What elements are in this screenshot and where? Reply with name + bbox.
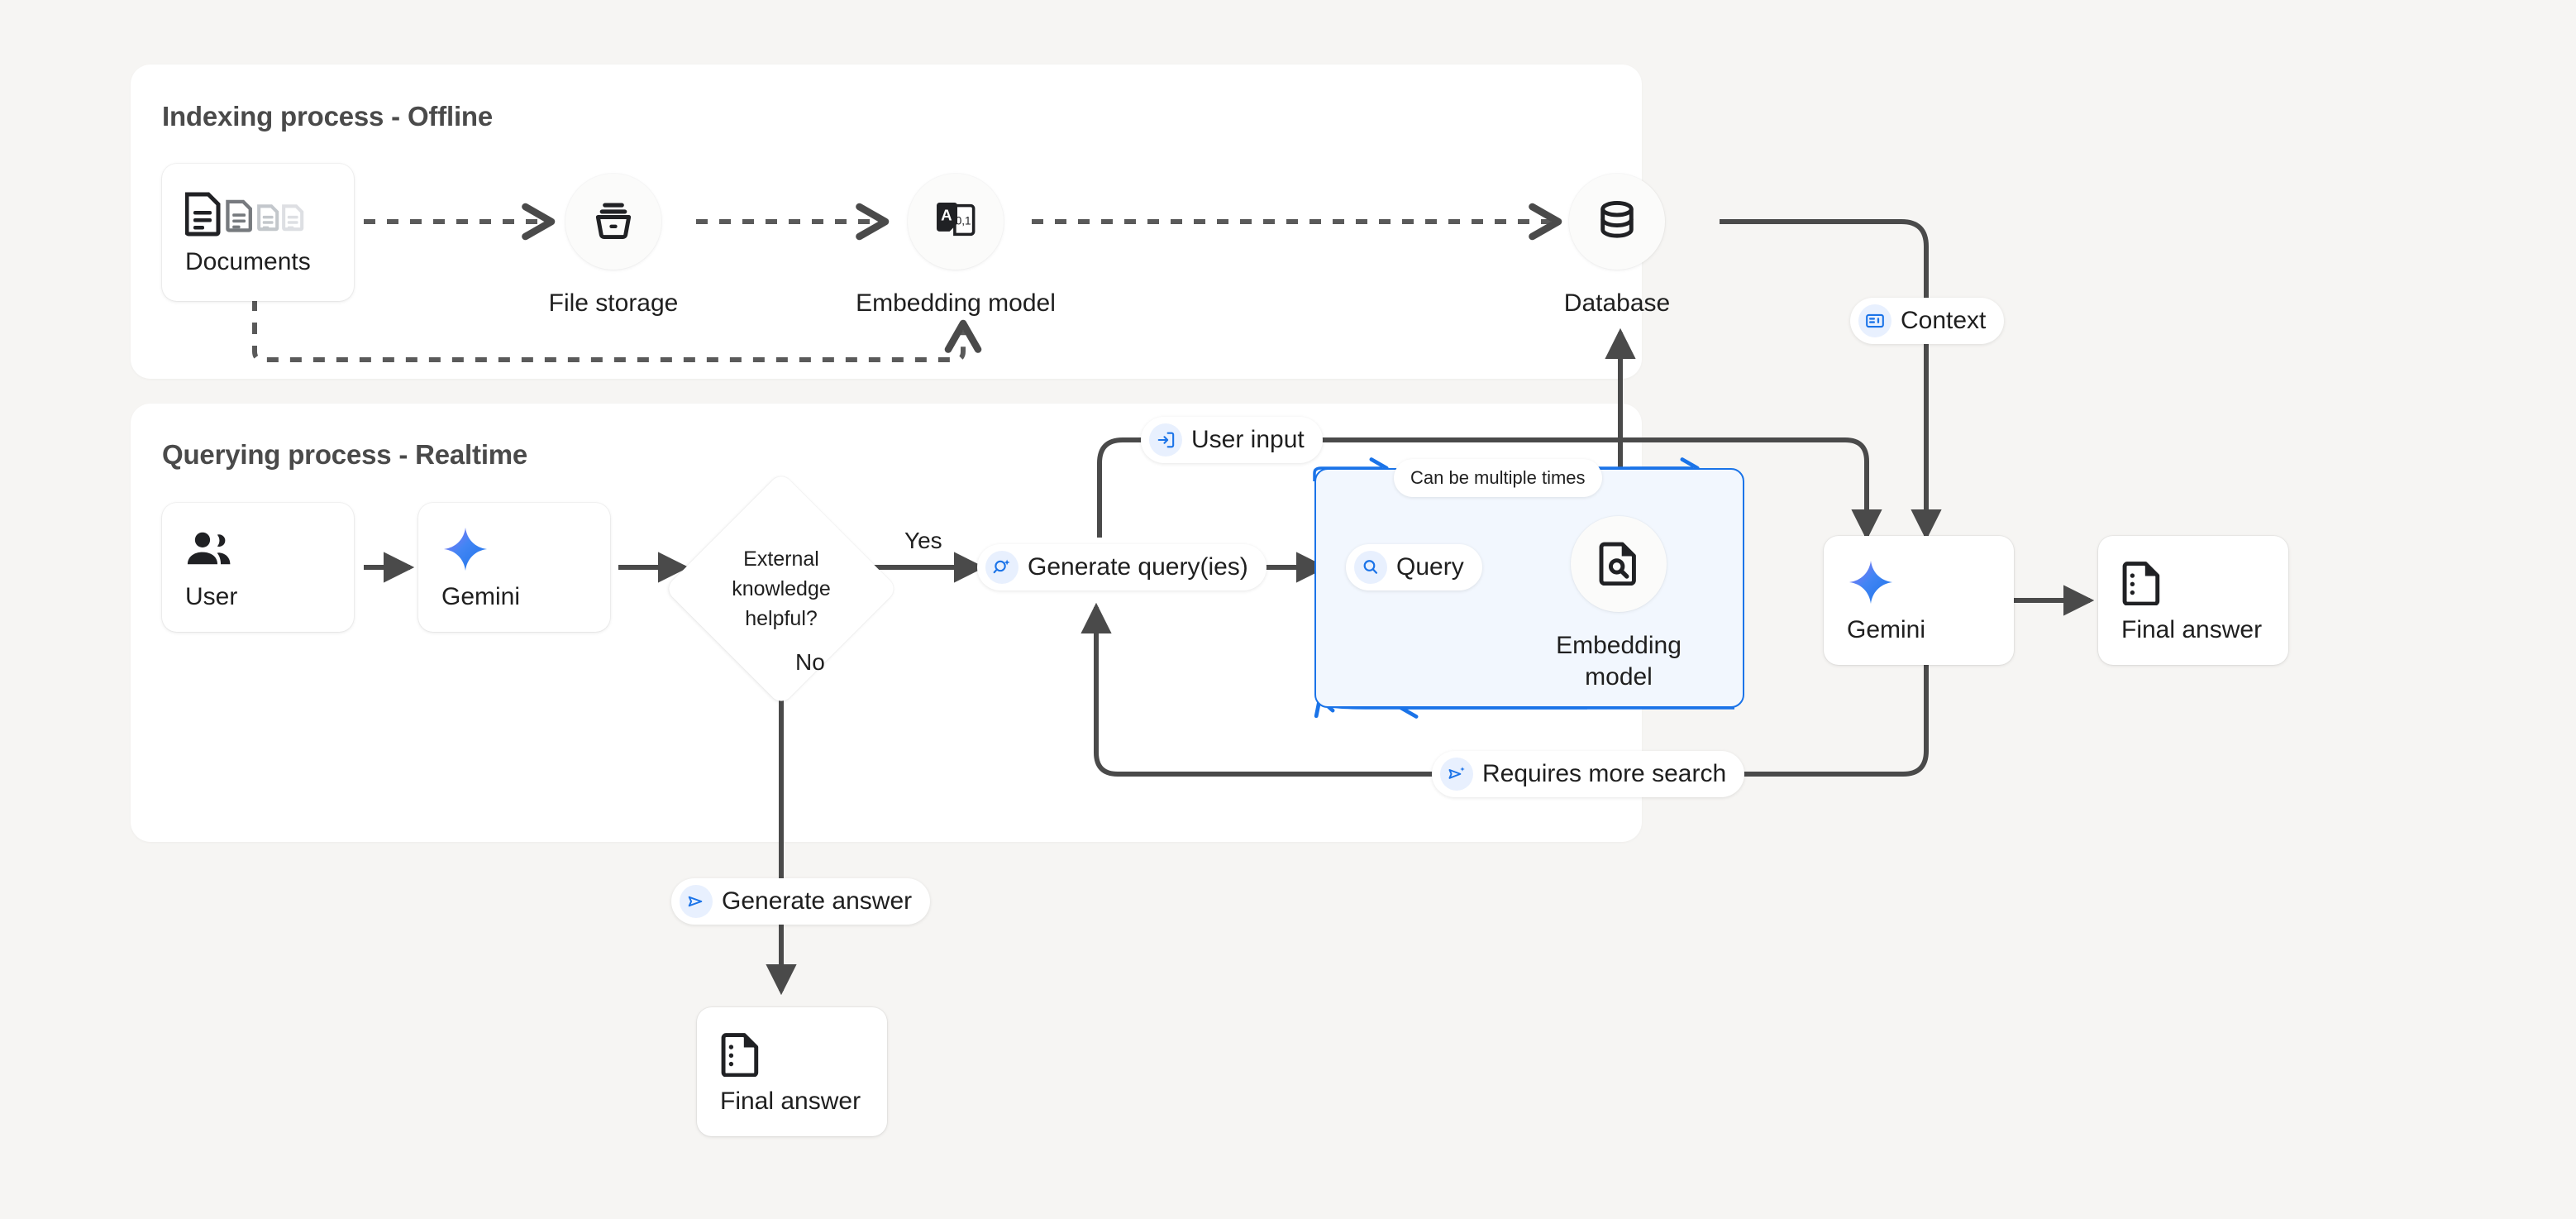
- svg-text:0,1: 0,1: [956, 214, 971, 227]
- pill-generate-answer[interactable]: Generate answer: [671, 878, 931, 925]
- node-user[interactable]: User: [162, 503, 354, 632]
- pill-requires-more-search[interactable]: Requires more search: [1432, 751, 1745, 797]
- gemini-sparkle-icon: [441, 523, 610, 575]
- pill-user-input-label: User input: [1191, 426, 1305, 453]
- node-final-answer-right[interactable]: Final answer: [2098, 536, 2288, 665]
- pill-query-label: Query: [1396, 553, 1464, 581]
- node-gemini-left-label: Gemini: [441, 583, 521, 610]
- panel-querying-title: Querying process - Realtime: [162, 439, 528, 470]
- node-external-knowledge-decision[interactable]: External knowledge helpful?: [664, 471, 899, 706]
- node-user-label: User: [185, 583, 238, 610]
- node-documents[interactable]: Documents: [162, 164, 354, 301]
- text-to-vector-icon: 0,1 A: [932, 196, 980, 248]
- search-icon: [1354, 551, 1387, 584]
- documents-stack-icon: [185, 189, 354, 240]
- decision-line-3: helpful?: [745, 607, 818, 631]
- node-documents-label: Documents: [185, 248, 311, 275]
- node-file-storage-label: File storage: [548, 289, 679, 317]
- pill-can-be-multiple-times-label: Can be multiple times: [1410, 467, 1586, 488]
- svg-text:A: A: [941, 206, 952, 223]
- pill-query[interactable]: Query: [1346, 544, 1482, 590]
- answer-document-icon: [720, 1028, 887, 1079]
- node-embedding-model-label: Embedding model: [856, 289, 1056, 317]
- pill-can-be-multiple-times: Can be multiple times: [1394, 459, 1602, 497]
- branch-label-no: No: [795, 649, 825, 675]
- node-final-answer-bottom-label: Final answer: [720, 1088, 861, 1115]
- login-arrow-icon: [1149, 423, 1182, 457]
- pill-context-label: Context: [1901, 307, 1987, 334]
- node-gemini-left[interactable]: Gemini: [418, 503, 610, 632]
- database-cylinder-icon: [1594, 197, 1640, 247]
- pill-generate-query-label: Generate query(ies): [1028, 553, 1248, 581]
- node-embedding-model-query-label: Embedding model: [1556, 632, 1682, 691]
- panel-indexing-title: Indexing process - Offline: [162, 101, 494, 131]
- people-icon: [185, 523, 354, 575]
- node-database[interactable]: [1569, 174, 1665, 270]
- node-file-storage[interactable]: [565, 174, 661, 270]
- pill-context[interactable]: Context: [1850, 298, 2005, 344]
- pill-requires-more-search-label: Requires more search: [1482, 760, 1727, 787]
- pill-generate-query[interactable]: Generate query(ies): [977, 544, 1267, 590]
- node-database-label: Database: [1563, 289, 1671, 317]
- decision-line-1: External: [743, 547, 819, 571]
- pill-generate-answer-label: Generate answer: [722, 887, 913, 915]
- send-icon: [680, 885, 713, 918]
- node-final-answer-bottom[interactable]: Final answer: [697, 1007, 887, 1136]
- node-final-answer-right-label: Final answer: [2121, 616, 2263, 643]
- context-card-icon: [1858, 304, 1891, 337]
- decision-line-2: knowledge: [732, 576, 831, 600]
- node-gemini-right-label: Gemini: [1847, 616, 1926, 643]
- node-embedding-model[interactable]: 0,1 A: [908, 174, 1004, 270]
- node-gemini-right[interactable]: Gemini: [1824, 536, 2014, 665]
- archive-box-icon: [590, 197, 637, 247]
- node-embedding-model-query[interactable]: [1571, 516, 1667, 612]
- gemini-sparkle-icon: [1847, 557, 2014, 608]
- branch-label-yes: Yes: [904, 528, 942, 553]
- send-sparkle-icon: [1440, 758, 1473, 791]
- search-sparkle-icon: [985, 551, 1018, 584]
- pill-user-input[interactable]: User input: [1141, 417, 1323, 463]
- document-search-icon: [1596, 539, 1642, 590]
- answer-document-icon: [2121, 557, 2288, 608]
